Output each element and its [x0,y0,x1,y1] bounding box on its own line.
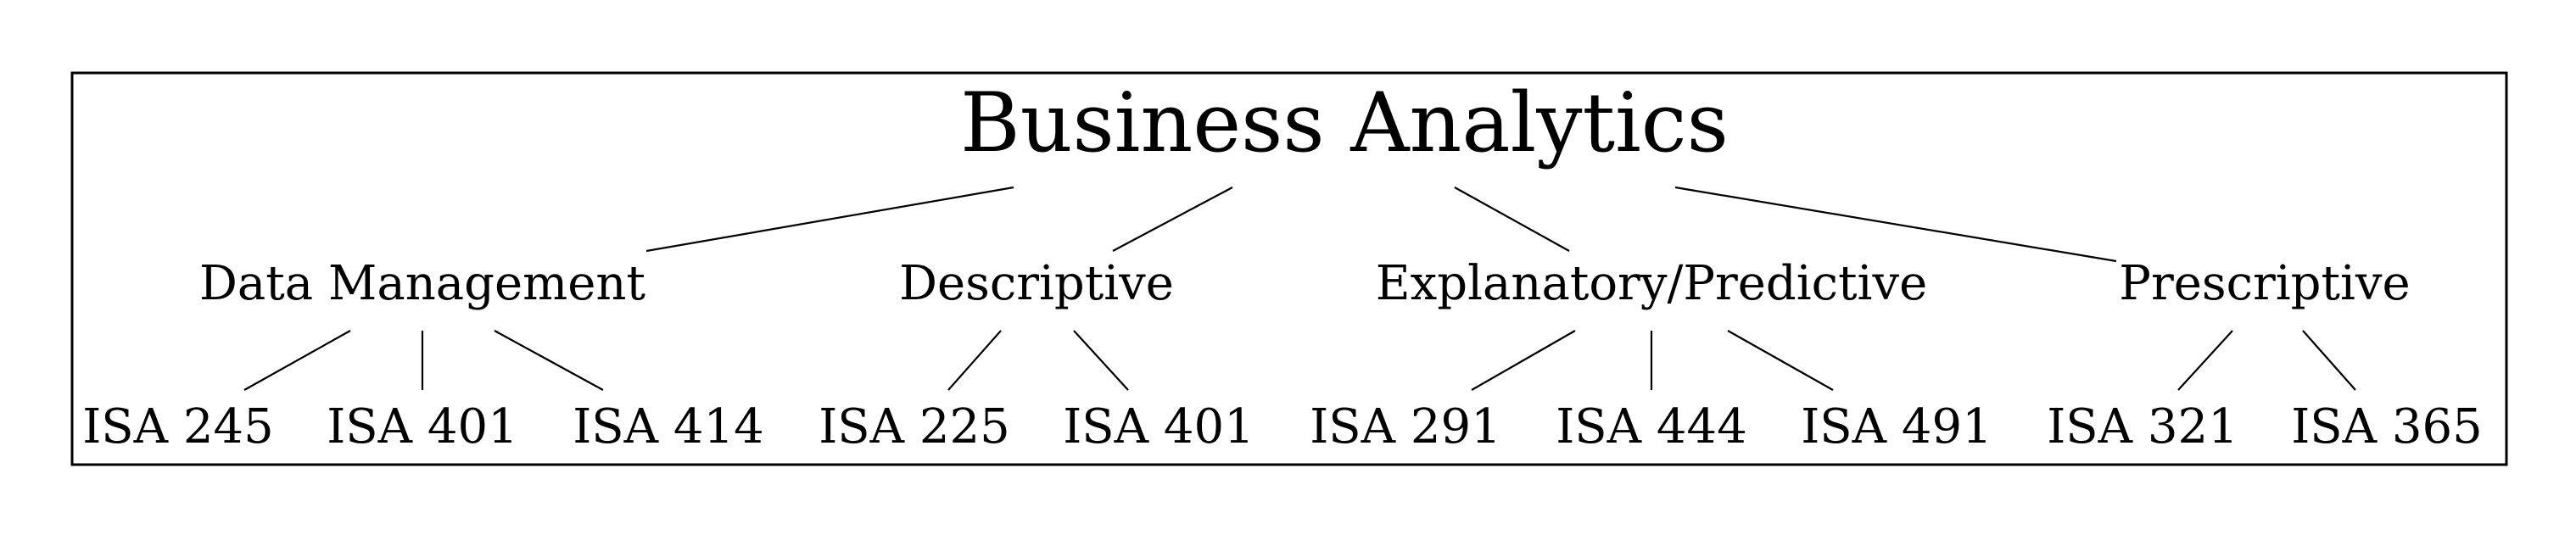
course-node-label: ISA 321 [2047,399,2238,454]
category-to-course-edge [947,330,1002,391]
category-node-label: Prescriptive [2119,256,2410,311]
course-node-label: ISA 444 [1556,399,1747,454]
category-to-course-edge [494,330,604,391]
category-node-label: Explanatory/Predictive [1376,256,1927,311]
category-to-course-edge [2177,330,2233,391]
category-to-course-edge [243,330,351,391]
course-node-label-highlighted: ISA 401 [1063,399,1254,454]
course-node-label: ISA 225 [819,399,1010,454]
course-node-label: ISA 291 [1310,399,1501,454]
course-node-label: ISA 245 [82,399,274,454]
root-to-category-edge [1454,187,1570,252]
tree-edges [243,186,2356,391]
category-node-label: Data Management [199,256,645,311]
root-to-category-edge [645,186,1014,253]
course-node-label-highlighted: ISA 401 [327,399,518,454]
diagram-frame [70,71,2508,466]
course-node-label: ISA 365 [2291,399,2483,454]
root-node-label: Business Analytics [960,75,1729,170]
category-to-course-edge [2302,330,2356,391]
category-to-course-edge [1471,330,1576,391]
category-node-label: Descriptive [899,256,1174,311]
course-node-label: ISA 491 [1801,399,1992,454]
category-to-course-edge [1073,330,1129,391]
root-to-category-edge [1674,186,2117,263]
root-to-category-edge [1112,187,1233,252]
course-node-label: ISA 414 [573,399,764,454]
category-to-course-edge [1727,330,1834,391]
